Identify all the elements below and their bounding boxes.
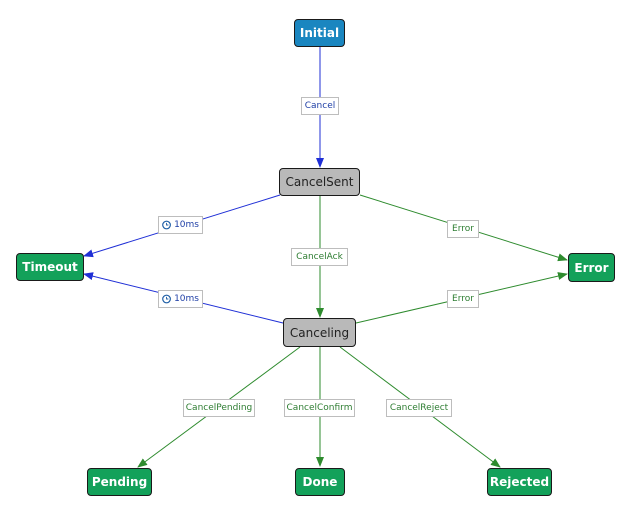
edge-label-error-1: Error (447, 220, 479, 238)
edge-label-cancelack-text: CancelAck (296, 252, 343, 262)
edge-label-timeout-2-text: 10ms (174, 294, 199, 304)
node-initial-label: Initial (299, 26, 340, 40)
node-initial[interactable]: Initial (294, 19, 345, 47)
node-cancelsent[interactable]: CancelSent (279, 168, 360, 196)
edge-label-timeout-2: 10ms (158, 290, 203, 308)
edge-label-cancelpending-text: CancelPending (185, 403, 253, 413)
clock-icon (162, 220, 171, 230)
clock-icon (162, 294, 171, 304)
node-done-label: Done (302, 475, 338, 489)
edge-label-timeout-1: 10ms (158, 216, 203, 234)
edge-label-cancelconfirm-text: CancelConfirm (286, 403, 353, 413)
edge-label-cancelreject: CancelReject (386, 399, 452, 417)
edge-label-cancel: Cancel (301, 97, 339, 115)
node-rejected-label: Rejected (489, 475, 550, 489)
node-timeout-label: Timeout (22, 260, 78, 274)
node-timeout[interactable]: Timeout (16, 253, 84, 281)
node-cancelsent-label: CancelSent (285, 175, 354, 189)
edge-label-error-1-text: Error (452, 224, 474, 234)
node-canceling[interactable]: Canceling (283, 318, 356, 347)
node-rejected[interactable]: Rejected (487, 468, 552, 496)
edge-label-error-2-text: Error (452, 294, 474, 304)
node-error-label: Error (574, 260, 609, 275)
edge-label-cancel-text: Cancel (304, 101, 336, 111)
edge-label-cancelconfirm: CancelConfirm (284, 399, 355, 417)
edge-label-error-2: Error (447, 290, 479, 308)
edge-label-cancelack: CancelAck (291, 248, 348, 266)
edge-label-cancelreject-text: CancelReject (389, 403, 449, 413)
node-pending-label: Pending (91, 475, 148, 489)
edge-label-timeout-1-text: 10ms (174, 220, 199, 230)
node-pending[interactable]: Pending (87, 468, 152, 496)
node-error[interactable]: Error (568, 253, 615, 282)
edge-label-cancelpending: CancelPending (183, 399, 255, 417)
node-done[interactable]: Done (295, 468, 345, 496)
node-canceling-label: Canceling (289, 325, 350, 340)
